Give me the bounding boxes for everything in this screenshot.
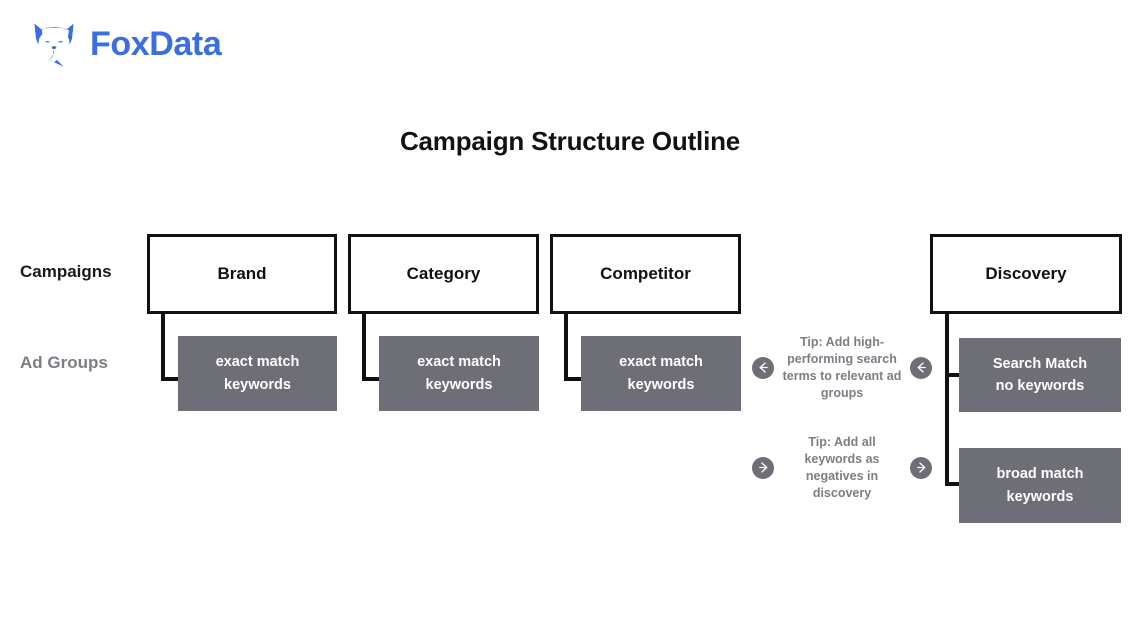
page-title: Campaign Structure Outline [399,126,741,156]
campaign-box-discovery[interactable]: Discovery [930,234,1122,314]
connector-discovery-branch-broad [945,482,965,486]
ad-group-label-broad-match: broad match keywords [996,466,1084,505]
row-label-ad-groups: Ad Groups [20,353,108,372]
campaign-label-competitor: Competitor [600,263,691,283]
campaign-box-competitor[interactable]: Competitor [550,234,741,314]
tip-text-negatives: Tip: Add all keywords as negatives in di… [804,435,880,500]
brand-name: FoxData [90,25,222,63]
connector-competitor-horizontal [564,377,586,381]
campaign-label-discovery: Discovery [985,263,1067,283]
campaign-box-brand[interactable]: Brand [147,234,337,314]
ad-group-label-brand: exact match keywords [215,354,300,393]
fox-head-icon [28,18,80,70]
ad-group-label-search-match: Search Match no keywords [992,355,1088,394]
arrow-left-circle-icon [752,356,774,379]
connector-discovery-vertical [945,311,949,486]
arrow-right-circle-icon [910,456,932,479]
row-label-campaigns: Campaigns [20,262,112,281]
brand-logo[interactable]: FoxData [28,18,222,70]
tip-row-high-performing: Tip: Add high-performing search terms to… [752,334,932,402]
connector-category-vertical [362,311,366,381]
arrow-left-circle-icon [910,356,932,379]
ad-group-box-broad-match[interactable]: broad match keywords [959,448,1121,523]
arrow-right-circle-icon [752,456,774,479]
tip-row-negatives: Tip: Add all keywords as negatives in di… [752,434,932,502]
campaign-label-brand: Brand [217,263,267,283]
ad-group-box-search-match[interactable]: Search Match no keywords [959,338,1121,412]
campaign-label-category: Category [406,263,481,283]
connector-competitor-vertical [564,311,568,381]
ad-group-box-competitor[interactable]: exact match keywords [581,336,741,411]
ad-group-label-category: exact match keywords [417,354,501,393]
connector-category-horizontal [362,377,384,381]
ad-group-label-competitor: exact match keywords [619,354,703,393]
ad-group-box-brand[interactable]: exact match keywords [178,336,337,411]
campaign-box-category[interactable]: Category [348,234,539,314]
ad-group-box-category[interactable]: exact match keywords [379,336,539,411]
connector-discovery-branch-search [945,373,965,377]
connector-brand-vertical [161,311,165,381]
connector-brand-horizontal [161,377,183,381]
tip-text-high-performing: Tip: Add high-performing search terms to… [782,335,902,400]
